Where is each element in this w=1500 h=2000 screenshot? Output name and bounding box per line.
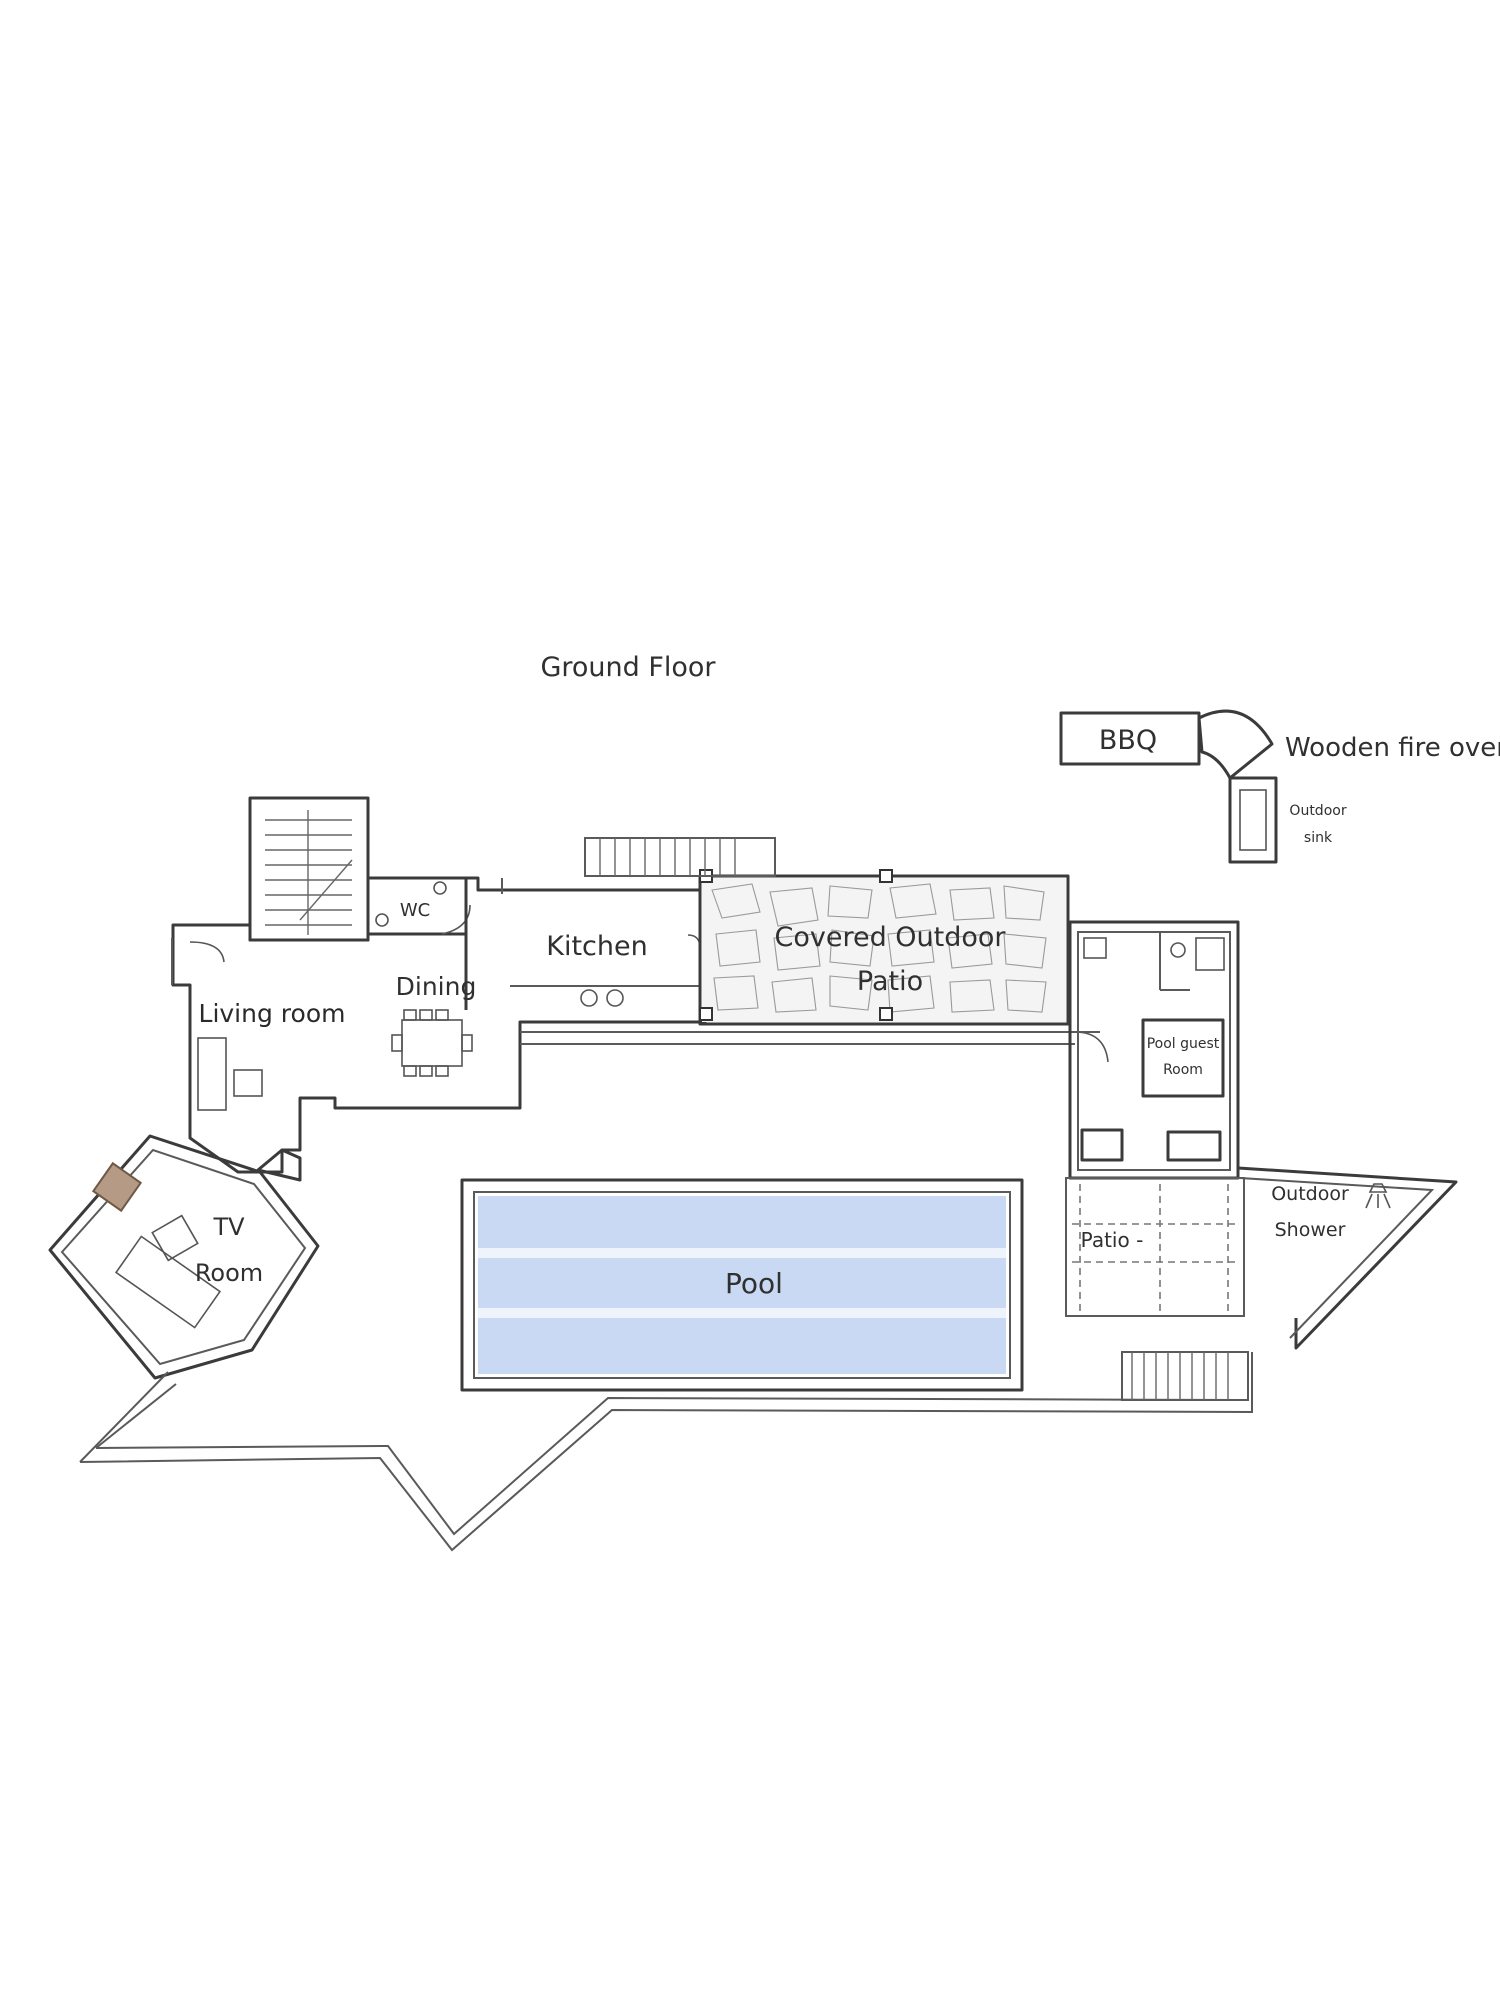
sofa-icon [197,1037,227,1111]
entry-door-icon [189,941,225,963]
guest-toilet-icon [1170,942,1186,958]
outdoor-shower-area: Outdoor Shower [1237,1166,1458,1350]
living-room-label: Living room [199,999,346,1028]
toilet-icon [375,913,389,927]
terrace-outline [79,1352,1253,1552]
fire-oven-label: Wooden fire oven [1285,733,1500,763]
plan-title: Ground Floor [540,652,716,683]
kitchen-label: Kitchen [546,931,647,962]
pool: Pool [460,1178,1024,1392]
covered-patio-label-2: Patio [857,966,923,997]
pool-guest-label-1: Pool guest [1147,1036,1220,1052]
pool-guest-label-2: Room [1163,1062,1203,1078]
covered-patio-label-1: Covered Outdoor [774,922,1006,953]
patio-steps-icon [584,837,776,877]
tv-sofa-icon [114,1235,222,1329]
house-walls: WC Kitchen Dining Living room [48,796,1109,1380]
guest-desk-icon [1166,1130,1222,1162]
guest-shower-icon [1195,937,1225,971]
wc-label: WC [400,900,430,921]
pool-label: Pool [725,1267,783,1300]
staircase-icon [265,810,353,935]
terrace-inner-line [95,1383,1241,1536]
side-table-icon [233,1069,263,1097]
dining-label: Dining [396,972,477,1001]
outdoor-shower-label-2: Shower [1275,1219,1346,1241]
terrace-steps-icon [1121,1351,1249,1401]
tv-room: TV Room [48,1134,320,1380]
pool-guest-room: Pool guest Room [1068,920,1240,1180]
kitchen-door-icon [687,934,701,949]
patio-label: Patio - [1081,1228,1144,1252]
guest-basin-icon [1083,937,1107,959]
guest-door-icon [1074,1031,1109,1063]
outdoor-sink-label-1: Outdoor [1289,803,1346,819]
bbq-counter [1059,711,1201,766]
tv-room-label-2: Room [195,1259,263,1287]
basin-icon [433,881,447,895]
bbq-label: BBQ [1099,725,1157,756]
tv-table-icon [151,1214,199,1262]
fire-oven-icon [1197,709,1274,780]
tv-room-label-1: TV [212,1213,245,1241]
fireplace-icon [91,1161,143,1213]
pergola-patio: Patio - [1065,1177,1245,1317]
wc-door-icon [441,904,471,935]
outdoor-shower-label-1: Outdoor [1271,1183,1349,1205]
cooktop-icon [580,989,598,1007]
shower-icon [1365,1183,1391,1209]
bbq-area: BBQ Wooden fire oven Outdoor sink [1059,709,1500,864]
dining-table-icon [391,1009,473,1077]
outdoor-sink-label-2: sink [1304,830,1333,846]
outdoor-sink-icon [1228,776,1278,864]
guest-bed-icon [1141,1018,1225,1098]
covered-patio: Covered Outdoor Patio [698,869,1070,1026]
guest-chair-icon [1080,1128,1124,1162]
